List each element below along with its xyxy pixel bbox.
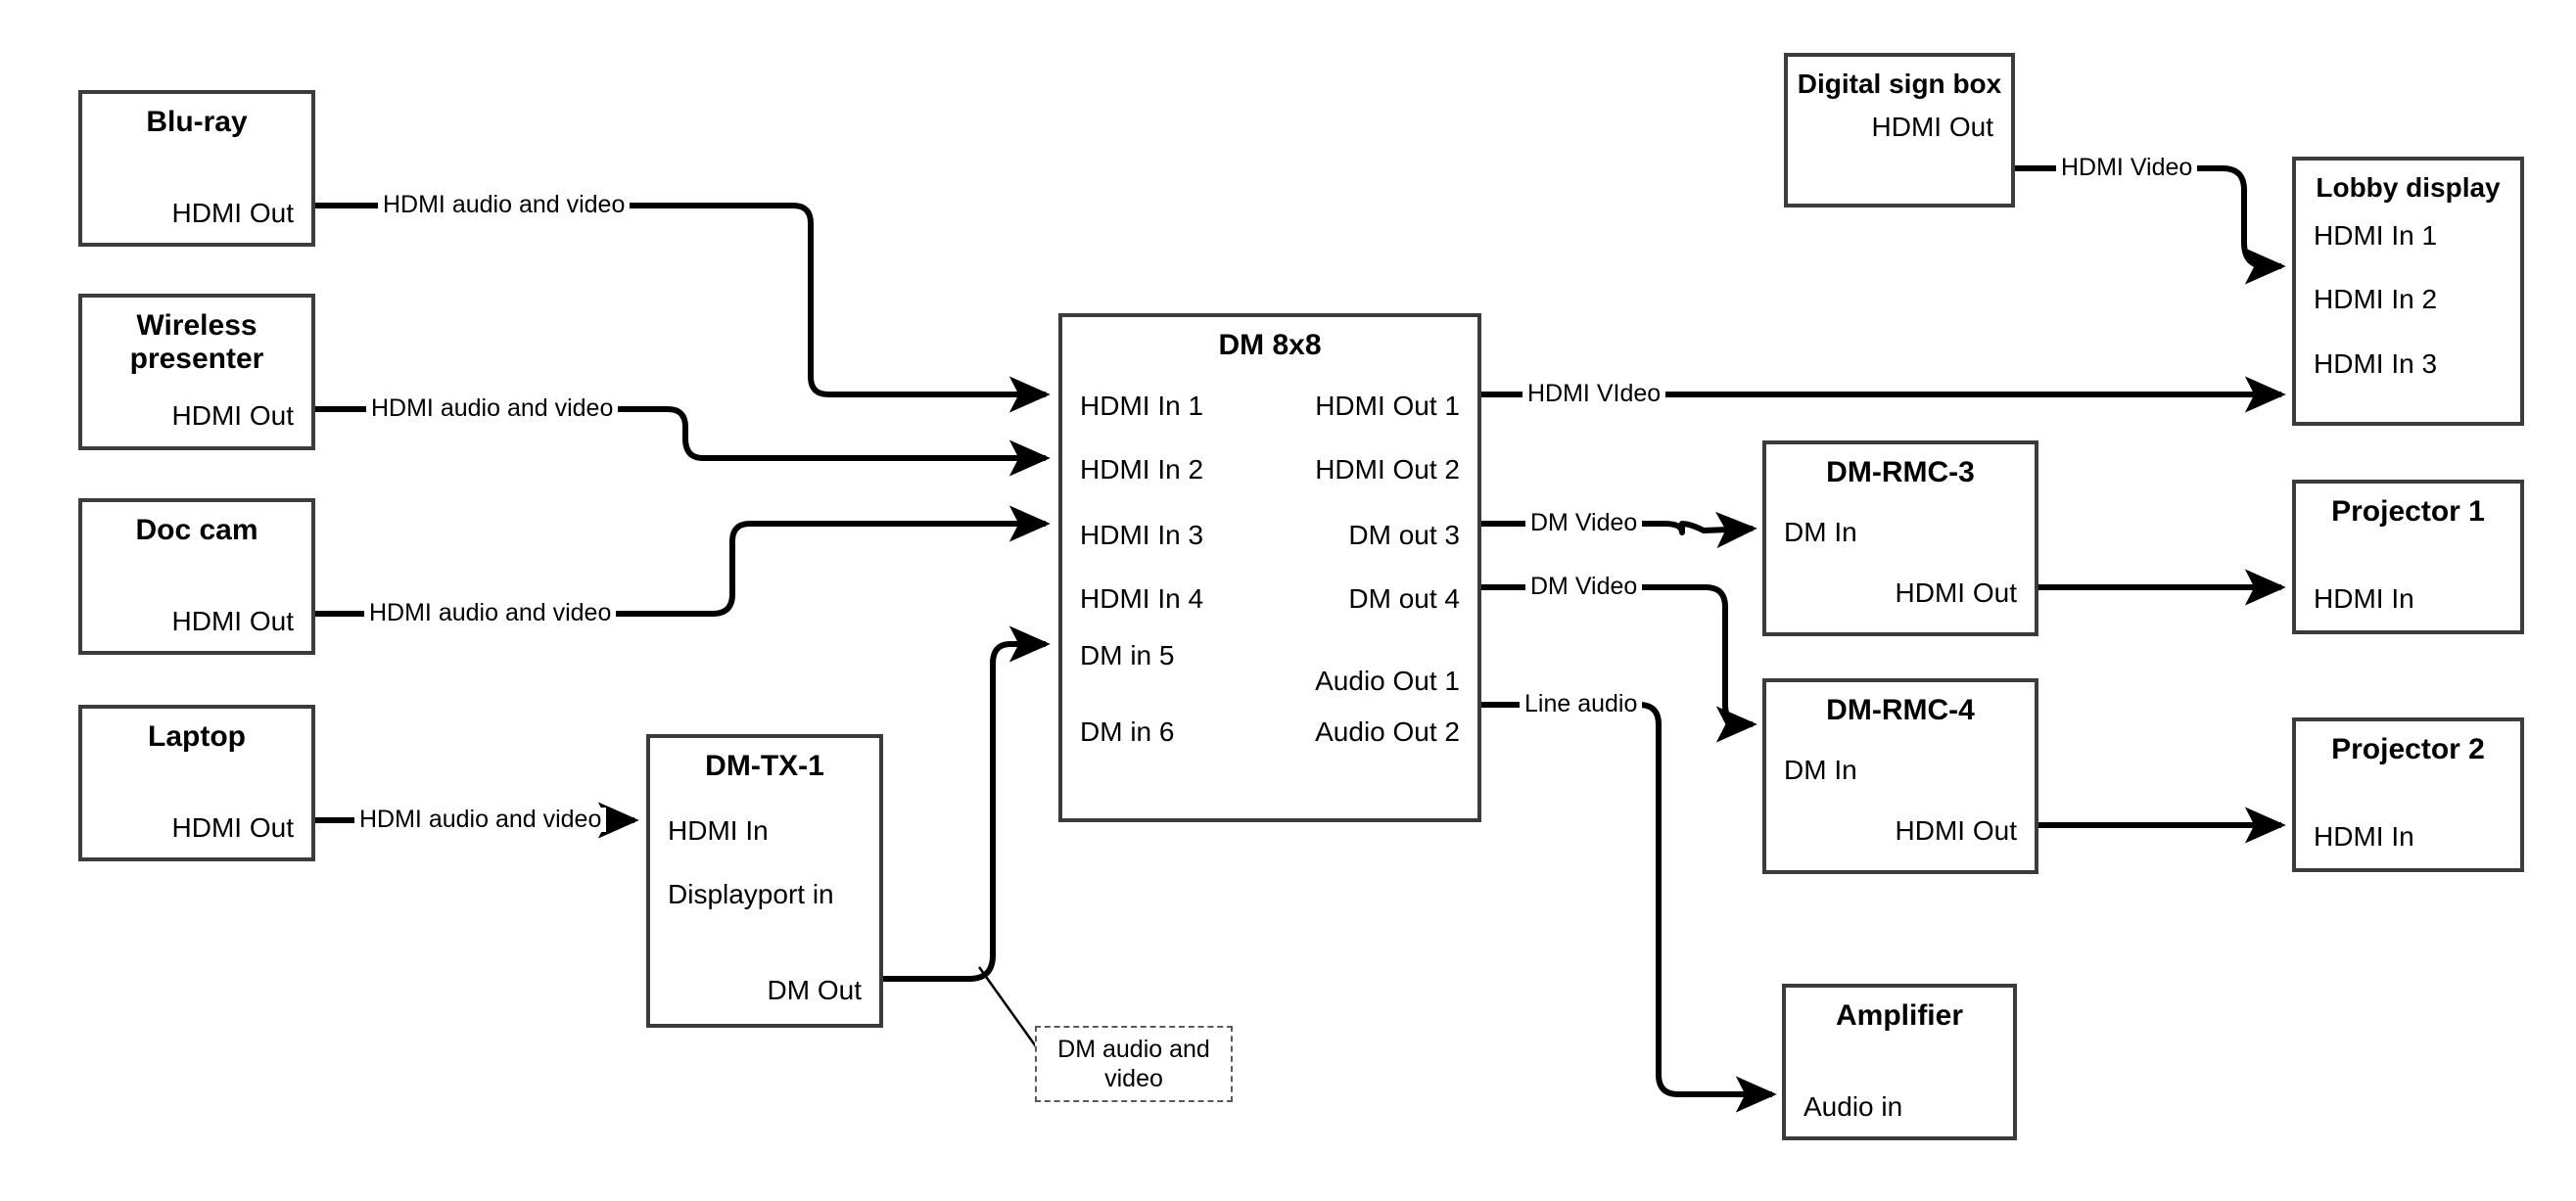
edge-label-dm-audioout1: Line audio <box>1520 692 1643 716</box>
port-dm-8x8-dm-out-4[interactable]: DM out 4 <box>1348 582 1460 614</box>
port-dm-8x8-audio-out-2[interactable]: Audio Out 2 <box>1315 716 1460 747</box>
device-title-wireless-presenter: Wireless presenter <box>129 309 264 375</box>
ports-bluray: HDMI Out <box>82 139 311 243</box>
port-dm-8x8-hdmi-out-1[interactable]: HDMI Out 1 <box>1315 390 1460 421</box>
ports-dm-tx-1: HDMI In Displayport in DM Out <box>650 783 879 1024</box>
device-projector-1[interactable]: Projector 1 HDMI In <box>2292 480 2524 634</box>
port-laptop-hdmi-out[interactable]: HDMI Out <box>171 811 294 843</box>
edge-label-wireless-to-dm: HDMI audio and video <box>366 396 619 421</box>
ports-dm-rmc-3: DM In HDMI Out <box>1766 489 2035 632</box>
ports-digital-sign-box: HDMI Out <box>1788 99 2011 204</box>
port-projector-2-hdmi-in[interactable]: HDMI In <box>2314 820 2414 852</box>
device-title-dm-rmc-3: DM-RMC-3 <box>1826 456 1975 488</box>
device-dm-tx-1[interactable]: DM-TX-1 HDMI In Displayport in DM Out <box>646 734 883 1028</box>
ports-laptop: HDMI Out <box>82 754 311 857</box>
port-doc-cam-hdmi-out[interactable]: HDMI Out <box>171 605 294 636</box>
port-dm-8x8-hdmi-in-3[interactable]: HDMI In 3 <box>1080 519 1204 550</box>
port-dm-rmc-4-hdmi-out[interactable]: HDMI Out <box>1895 814 2017 846</box>
port-amplifier-audio-in[interactable]: Audio in <box>1803 1090 1903 1122</box>
device-title-projector-2: Projector 2 <box>2331 733 2485 765</box>
port-digital-sign-box-hdmi-out[interactable]: HDMI Out <box>1871 112 1993 143</box>
port-bluray-hdmi-out[interactable]: HDMI Out <box>171 197 294 228</box>
device-title-doc-cam: Doc cam <box>135 514 258 546</box>
device-laptop[interactable]: Laptop HDMI Out <box>78 705 315 861</box>
port-dm-8x8-hdmi-in-2[interactable]: HDMI In 2 <box>1080 453 1204 485</box>
ports-projector-1: HDMI In <box>2296 529 2520 630</box>
port-lobby-display-hdmi-in-1[interactable]: HDMI In 1 <box>2314 220 2438 252</box>
ports-amplifier: Audio in <box>1786 1033 2013 1136</box>
device-projector-2[interactable]: Projector 2 HDMI In <box>2292 717 2524 872</box>
ports-projector-2: HDMI In <box>2296 766 2520 868</box>
port-dm-rmc-3-dm-in[interactable]: DM In <box>1784 516 1857 547</box>
line-dm-audioout1-to-amplifier <box>1481 702 1777 1113</box>
port-dm-8x8-audio-out-1[interactable]: Audio Out 1 <box>1315 665 1460 696</box>
ports-dm-rmc-4: DM In HDMI Out <box>1766 727 2035 870</box>
device-lobby-display[interactable]: Lobby display HDMI In 1 HDMI In 2 HDMI I… <box>2292 157 2524 426</box>
device-doc-cam[interactable]: Doc cam HDMI Out <box>78 498 315 655</box>
ports-wireless-presenter: HDMI Out <box>82 375 311 446</box>
port-lobby-display-hdmi-in-2[interactable]: HDMI In 2 <box>2314 284 2438 315</box>
device-title-digital-sign-box: Digital sign box <box>1797 69 2002 99</box>
ports-doc-cam: HDMI Out <box>82 547 311 651</box>
device-bluray[interactable]: Blu-ray HDMI Out <box>78 90 315 247</box>
device-amplifier[interactable]: Amplifier Audio in <box>1782 984 2017 1140</box>
ports-lobby-display: HDMI In 1 HDMI In 2 HDMI In 3 <box>2296 203 2520 422</box>
device-dm-8x8[interactable]: DM 8x8 HDMI In 1 HDMI In 2 HDMI In 3 HDM… <box>1058 313 1481 822</box>
device-digital-sign-box[interactable]: Digital sign box HDMI Out <box>1784 53 2015 208</box>
edge-label-dm-hdmiout1: HDMI VIdeo <box>1522 382 1666 406</box>
port-dm-tx-1-hdmi-in[interactable]: HDMI In <box>668 814 769 846</box>
ports-dm-8x8: HDMI In 1 HDMI In 2 HDMI In 3 HDMI In 4 … <box>1062 362 1477 818</box>
port-dm-tx-1-displayport-in[interactable]: Displayport in <box>668 878 834 909</box>
edge-label-bluray-to-dm: HDMI audio and video <box>378 193 631 217</box>
device-wireless-presenter[interactable]: Wireless presenter HDMI Out <box>78 294 315 450</box>
port-dm-rmc-4-dm-in[interactable]: DM In <box>1784 754 1857 785</box>
port-lobby-display-hdmi-in-3[interactable]: HDMI In 3 <box>2314 348 2438 380</box>
port-dm-8x8-hdmi-in-4[interactable]: HDMI In 4 <box>1080 582 1204 614</box>
port-dm-tx-1-dm-out[interactable]: DM Out <box>767 974 862 1005</box>
device-dm-rmc-4[interactable]: DM-RMC-4 DM In HDMI Out <box>1762 678 2038 874</box>
edge-label-laptop-to-tx: HDMI audio and video <box>354 808 607 832</box>
port-dm-8x8-dm-in-5[interactable]: DM in 5 <box>1080 639 1175 670</box>
callout-dm-audio-and-video: DM audio and video <box>1035 1026 1233 1102</box>
line-bluray-to-dm-in1 <box>315 203 1051 413</box>
edge-label-dm-out3: DM Video <box>1525 511 1643 535</box>
device-title-dm-tx-1: DM-TX-1 <box>705 750 824 782</box>
edge-label-doccam-to-dm: HDMI audio and video <box>364 601 617 625</box>
line-sign-to-lobby-in1 <box>2015 165 2286 285</box>
edge-label-sign-to-lobby: HDMI Video <box>2056 156 2198 180</box>
callout-text: DM audio and video <box>1057 1036 1210 1092</box>
port-dm-8x8-hdmi-in-1[interactable]: HDMI In 1 <box>1080 390 1204 421</box>
port-projector-1-hdmi-in[interactable]: HDMI In <box>2314 582 2414 614</box>
device-title-amplifier: Amplifier <box>1835 999 1964 1032</box>
device-title-dm-rmc-4: DM-RMC-4 <box>1826 694 1975 726</box>
device-title-bluray: Blu-ray <box>146 106 248 138</box>
device-title-lobby-display: Lobby display <box>2316 172 2501 203</box>
port-wireless-presenter-hdmi-out[interactable]: HDMI Out <box>171 400 294 432</box>
edge-label-dm-out4: DM Video <box>1525 575 1643 599</box>
port-dm-8x8-dm-out-3[interactable]: DM out 3 <box>1348 519 1460 550</box>
port-dm-rmc-3-hdmi-out[interactable]: HDMI Out <box>1895 577 2017 608</box>
device-dm-rmc-3[interactable]: DM-RMC-3 DM In HDMI Out <box>1762 440 2038 636</box>
line-tx-dmout-to-dm-in5 <box>883 625 1051 982</box>
device-title-laptop: Laptop <box>148 720 246 753</box>
device-title-dm-8x8: DM 8x8 <box>1218 329 1322 361</box>
port-dm-8x8-hdmi-out-2[interactable]: HDMI Out 2 <box>1315 453 1460 485</box>
device-title-projector-1: Projector 1 <box>2331 495 2485 528</box>
port-dm-8x8-dm-in-6[interactable]: DM in 6 <box>1080 716 1175 747</box>
